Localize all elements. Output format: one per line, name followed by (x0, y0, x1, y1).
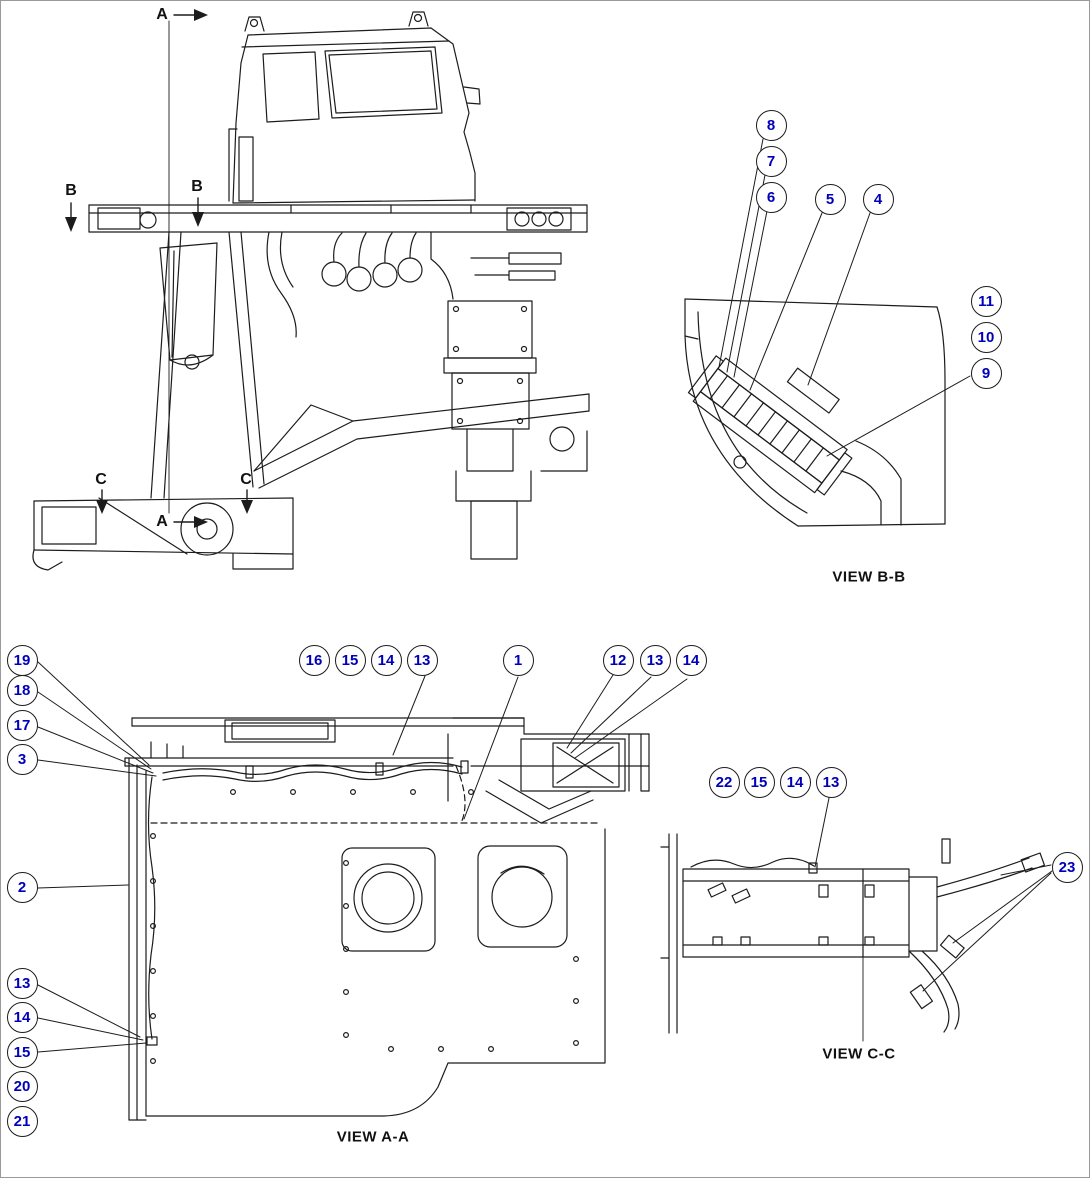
leader-lines (37, 138, 1053, 1053)
section-arrowheads (65, 9, 253, 528)
view-bb-drawing (684, 298, 946, 527)
main-elevation-drawing (32, 11, 590, 571)
view-cc-drawing (660, 833, 1046, 1042)
section-arrow-stems (70, 14, 248, 523)
view-aa-drawing (124, 717, 650, 1121)
